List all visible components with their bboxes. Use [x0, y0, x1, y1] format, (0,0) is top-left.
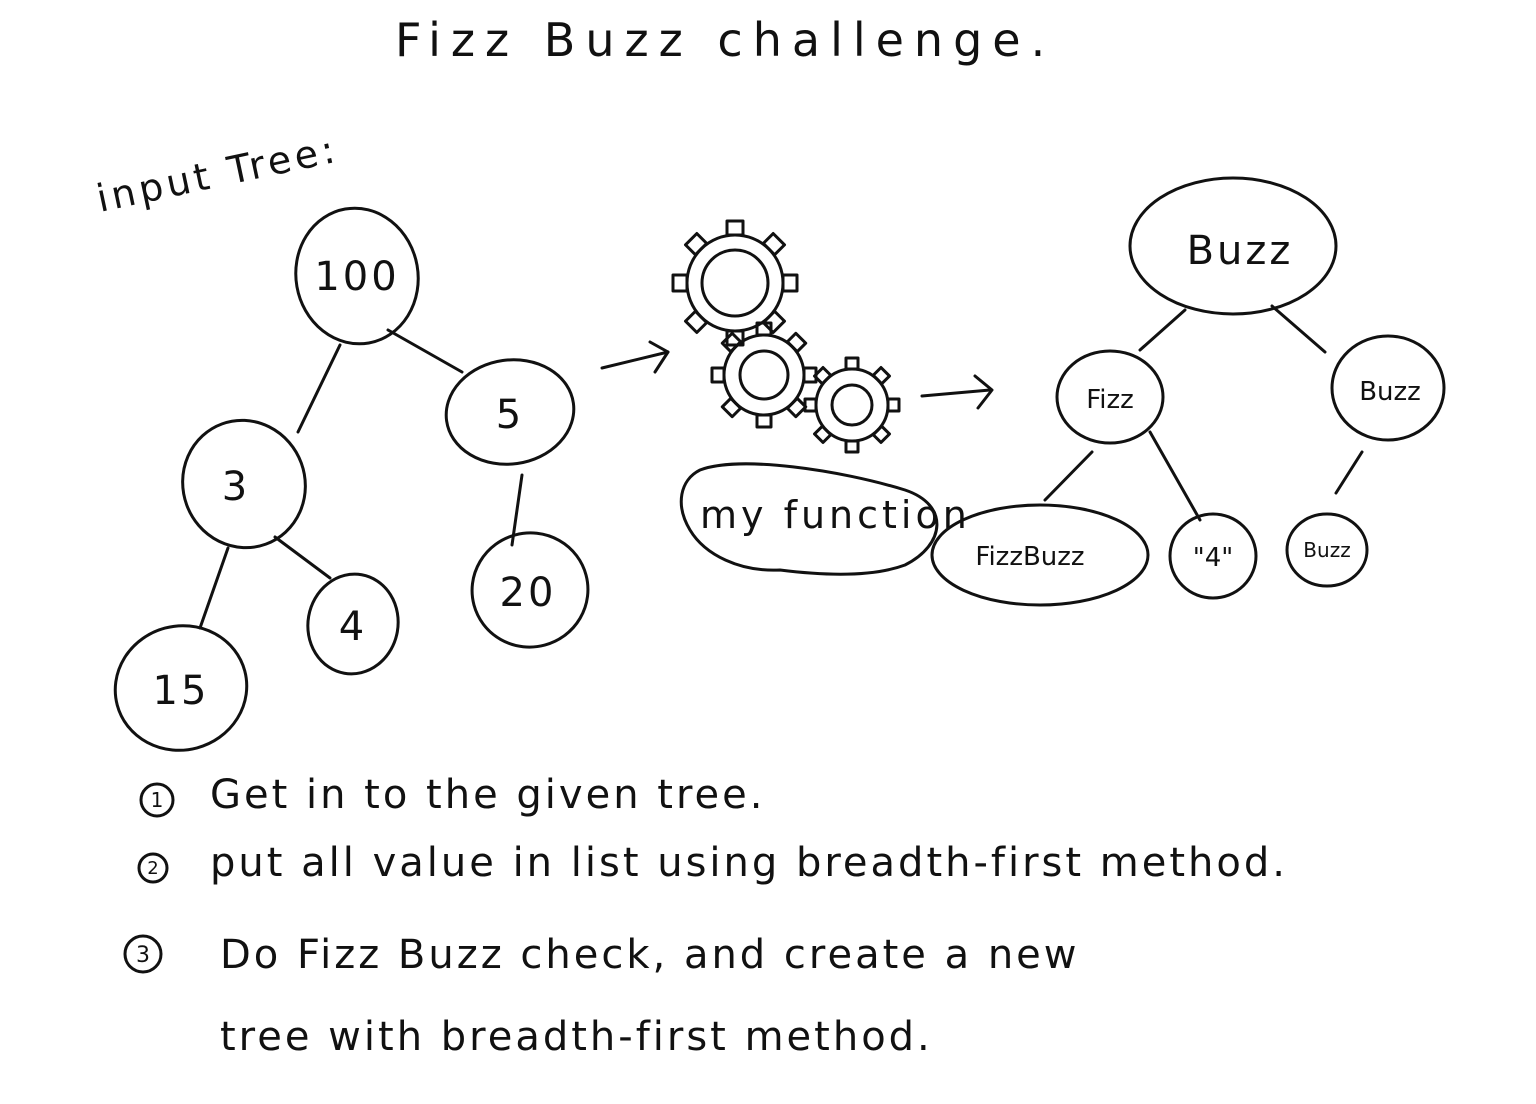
gear-icon — [803, 356, 901, 454]
input-node-left-value: 3 — [222, 464, 250, 510]
edge-out-right-rl — [1334, 450, 1364, 495]
edge-out-left-lr — [1148, 430, 1202, 522]
step-3-marker: 3 — [136, 943, 150, 968]
input-node-left-left: 15 — [113, 624, 249, 752]
steps-list: 1 Get in to the given tree. 2 put all va… — [123, 772, 1288, 1060]
step-1: 1 Get in to the given tree. — [139, 772, 765, 818]
output-node-right-left: Buzz — [1285, 512, 1369, 588]
input-node-right-value: 5 — [496, 392, 524, 438]
step-3-text-line2: tree with breadth-first method. — [220, 1014, 933, 1060]
step-2: 2 put all value in list using breadth-fi… — [137, 840, 1288, 886]
edge-out-left-ll — [1043, 450, 1094, 502]
input-node-right-left: 20 — [470, 531, 590, 649]
edge-3-4 — [273, 535, 332, 580]
output-node-left-value: Fizz — [1086, 385, 1134, 415]
input-node-right: 5 — [444, 358, 576, 466]
edge-100-3 — [296, 343, 342, 434]
step-3: 3 Do Fizz Buzz check, and create a new t… — [123, 932, 1080, 1060]
edge-5-20 — [510, 473, 524, 547]
input-node-left-right: 4 — [306, 572, 400, 676]
output-node-root: Buzz — [1128, 176, 1338, 316]
function-label: my function — [700, 493, 971, 537]
input-node-root-value: 100 — [314, 254, 399, 300]
step-1-marker: 1 — [151, 788, 164, 812]
arrow-icon — [600, 340, 670, 374]
output-node-right: Buzz — [1330, 334, 1446, 442]
output-node-left-left: FizzBuzz — [930, 503, 1150, 607]
output-node-left-right-value: "4" — [1193, 543, 1233, 573]
input-node-left: 3 — [181, 418, 307, 550]
edge-3-15 — [198, 546, 230, 630]
edge-out-root-left — [1138, 308, 1187, 352]
input-node-left-right-value: 4 — [339, 604, 367, 650]
function-label-cloud: my function — [679, 462, 971, 576]
output-node-right-left-value: Buzz — [1303, 538, 1350, 562]
input-node-root: 100 — [294, 206, 420, 346]
step-3-text-line1: Do Fizz Buzz check, and create a new — [220, 932, 1080, 978]
output-node-left: Fizz — [1055, 349, 1165, 445]
output-node-root-value: Buzz — [1187, 228, 1294, 274]
gear-icon — [671, 219, 799, 347]
step-2-text: put all value in list using breadth-firs… — [210, 840, 1288, 886]
input-tree-label: input Tree: — [93, 127, 343, 221]
gear-icon — [710, 321, 818, 429]
output-node-right-value: Buzz — [1359, 377, 1421, 407]
diagram-title: Fizz Buzz challenge. — [395, 13, 1055, 67]
input-node-left-left-value: 15 — [153, 668, 210, 714]
arrow-icon — [920, 374, 994, 410]
output-tree: Buzz Fizz Buzz FizzBuzz "4" Buzz — [930, 176, 1446, 607]
output-node-left-left-value: FizzBuzz — [975, 542, 1084, 572]
edge-100-5 — [386, 328, 464, 374]
input-node-right-left-value: 20 — [500, 570, 557, 616]
edge-out-root-right — [1270, 304, 1327, 354]
input-tree: 100 3 5 15 4 20 — [113, 206, 590, 752]
step-2-marker: 2 — [147, 858, 158, 879]
output-node-left-right: "4" — [1168, 512, 1258, 600]
step-1-text: Get in to the given tree. — [210, 772, 765, 818]
